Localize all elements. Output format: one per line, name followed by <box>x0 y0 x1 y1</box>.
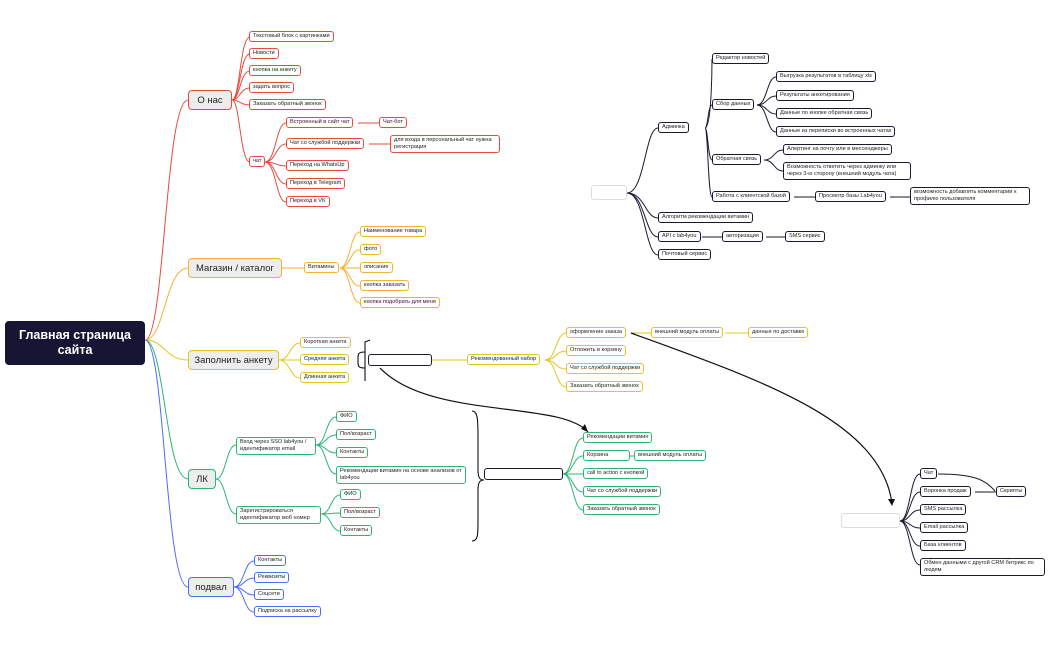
shop-item-name[interactable]: Наименование товара <box>360 226 427 237</box>
survey-action-cart[interactable]: Отложить в корзину <box>566 345 626 356</box>
chat-chatbot[interactable]: Чат-бот <box>379 117 407 128</box>
about-item-text-block[interactable]: Текстовый блок с картинками <box>249 31 334 42</box>
crm-scripts[interactable]: Скрипты <box>996 486 1027 497</box>
lk-empty-node[interactable] <box>484 468 563 480</box>
backend-dc-chats[interactable]: Данные из переписки во встроенных чатах <box>776 126 896 137</box>
backend-auth[interactable]: авторизация <box>722 231 763 242</box>
backend-sms[interactable]: SMS сервис <box>785 231 825 242</box>
shop-item-pick-button[interactable]: кнопка подобрать для меня <box>360 297 440 308</box>
backend-data-collection[interactable]: Сбор данных <box>712 99 755 110</box>
chat-embedded[interactable]: Встроенный в сайт чат <box>286 117 354 128</box>
footer-social[interactable]: Соцсети <box>254 589 284 600</box>
survey-recommended[interactable]: Рекомендованный набор <box>467 354 541 365</box>
backend-mail[interactable]: Почтовый сервис <box>658 249 712 260</box>
lk-sso-name[interactable]: ФИО <box>336 411 357 422</box>
lk-sso-recommendations[interactable]: Рекомендации витамин на основе анализов … <box>336 466 466 484</box>
backend-dc-xls[interactable]: Выгрузка результатов в таблицу xls <box>776 71 876 82</box>
lk-cta[interactable]: call to action с кнопкой <box>583 468 649 479</box>
brace-survey <box>357 351 366 369</box>
survey-action-callback[interactable]: Заказать обратный звонок <box>566 381 643 392</box>
backend-client-base[interactable]: Работа с клиентской базой <box>712 191 790 202</box>
about-item-survey-button[interactable]: кнопка на анкету <box>249 65 301 76</box>
footer-contacts[interactable]: Контакты <box>254 555 287 566</box>
lk-reg-contacts[interactable]: Контакты <box>340 525 373 536</box>
chat-whatsapp[interactable]: Переход на WhatsUp <box>286 160 349 171</box>
about-chat[interactable]: чат <box>249 156 266 167</box>
survey-long[interactable]: Длинная анкета <box>300 372 350 383</box>
lk-sso-gender-age[interactable]: Пол/возраст <box>336 429 376 440</box>
branch-shop[interactable]: Магазин / каталог <box>188 258 282 278</box>
backend-fb-reply[interactable]: Возможность ответить через админку или ч… <box>783 162 911 180</box>
branch-lk[interactable]: ЛК <box>188 469 216 489</box>
survey-empty-node[interactable] <box>368 354 432 366</box>
backend-api[interactable]: API с lab4you <box>658 231 701 242</box>
survey-payment[interactable]: внешний модуль оплаты <box>651 327 724 338</box>
survey-order[interactable]: оформление заказа <box>566 327 627 338</box>
lk-reg-gender-age[interactable]: Пол/возраст <box>340 507 380 518</box>
survey-action-support[interactable]: Чат со службой поддержки <box>566 363 645 374</box>
about-item-ask-question[interactable]: задать вопрос <box>249 82 295 93</box>
chat-telegram[interactable]: Переход в Telegram <box>286 178 346 189</box>
chat-vk[interactable]: Переход в VK <box>286 196 330 207</box>
chat-support-note[interactable]: для входа в персональный чат нужна регис… <box>390 135 500 153</box>
backend-algorithms[interactable]: Алгоритм рекомендации витамин <box>658 212 754 223</box>
backend-view-base[interactable]: Просмотр базы Lab4you <box>815 191 886 202</box>
crm-sms[interactable]: SMS рассылка <box>920 504 967 515</box>
footer-subscribe[interactable]: Подписка на рассылку <box>254 606 321 617</box>
branch-survey[interactable]: Заполнить анкету <box>188 350 279 370</box>
shop-item-description[interactable]: описание <box>360 262 393 273</box>
branch-about[interactable]: О нас <box>188 90 232 110</box>
backend-dc-survey[interactable]: Результаты анкетирования <box>776 90 854 101</box>
crm-client-base[interactable]: База клиентов <box>920 540 966 551</box>
crm-chat[interactable]: Чат <box>920 468 938 479</box>
shop-item-order-button[interactable]: кнопка заказать <box>360 280 410 291</box>
backend-admin[interactable]: Админка <box>658 122 689 133</box>
backend-empty-node[interactable] <box>591 185 627 200</box>
lk-sso-contacts[interactable]: Контакты <box>336 447 369 458</box>
survey-short[interactable]: Короткая анкета <box>300 337 351 348</box>
branch-footer[interactable]: подвал <box>188 577 234 597</box>
crm-email[interactable]: Email рассылка <box>920 522 969 533</box>
backend-dc-feedback[interactable]: Данные по кнопке обратная связь <box>776 108 873 119</box>
about-item-callback[interactable]: Заказать обратный звонок <box>249 99 326 110</box>
lk-callback[interactable]: Заказать обратный звонок <box>583 504 660 515</box>
backend-add-comments[interactable]: возможность добавлять комментарии к проф… <box>910 187 1030 205</box>
lk-cart[interactable]: Корзина <box>583 450 630 461</box>
crm-funnel[interactable]: Воронка продаж <box>920 486 971 497</box>
lk-payment[interactable]: внешний модуль оплаты <box>634 450 707 461</box>
lk-support[interactable]: Чат со службой поддержки <box>583 486 662 497</box>
crm-exchange[interactable]: Обмен данными с другой CRM битрикс по лю… <box>920 558 1045 576</box>
survey-medium[interactable]: Средняя анкета <box>300 354 350 365</box>
about-item-news[interactable]: Новости <box>249 48 279 59</box>
lk-register[interactable]: Зарегистрироваться идентификатор моб ном… <box>236 506 321 524</box>
crm-empty-node[interactable] <box>841 513 900 528</box>
lk-reg-name[interactable]: ФИО <box>340 489 361 500</box>
backend-feedback[interactable]: Обратная связь <box>712 154 762 165</box>
backend-news-editor[interactable]: Редактор новостей <box>712 53 770 64</box>
lk-recs[interactable]: Рекомендации витамин <box>583 432 653 443</box>
root-node[interactable]: Главная страница сайта <box>5 321 145 365</box>
shop-vitamins[interactable]: Витамины <box>304 262 339 273</box>
footer-requisites[interactable]: Реквизиты <box>254 572 290 583</box>
chat-support[interactable]: Чат со службой поддержки <box>286 138 365 149</box>
survey-delivery[interactable]: данные по доставке <box>748 327 809 338</box>
brace-lk <box>471 410 485 542</box>
shop-item-photo[interactable]: фото <box>360 244 382 255</box>
backend-fb-alerting[interactable]: Алертинг на почту или в мессенджеры <box>783 144 892 155</box>
lk-sso[interactable]: Вход через SSO lab4you / идентификатор e… <box>236 437 316 455</box>
